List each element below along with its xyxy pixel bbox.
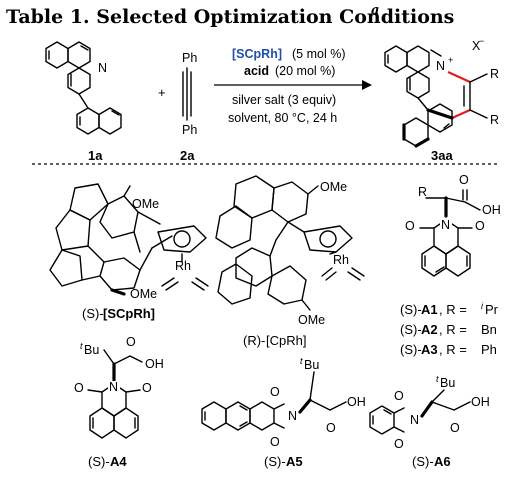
svg-text:Ph: Ph [481,342,497,357]
acid-a5: O N O t Bu O OH (S)- A5 [201,356,366,469]
svg-text:O: O [142,381,152,395]
svg-text:OH: OH [471,395,490,409]
svg-text:N: N [288,409,297,423]
svg-text:A1: A1 [421,302,438,317]
svg-text:O: O [394,389,404,403]
svg-text:, R =: , R = [439,342,467,357]
svg-text:+: + [448,55,453,65]
a1-r: R [418,185,427,199]
svg-text:A5: A5 [286,454,303,469]
svg-text:O: O [326,421,336,435]
svg-text:A6: A6 [434,454,451,469]
cond-solvent: solvent, 80 °C, 24 h [228,111,337,125]
svg-text:(S)-: (S)- [400,322,422,337]
a1-imide-o-left: O [405,219,415,233]
1a-atom-n: N [98,61,107,75]
3aa-atom-n: N [436,59,445,73]
svg-text:N: N [410,413,419,427]
svg-text:(S)-: (S)- [88,454,110,469]
svg-text:O: O [74,381,84,395]
svg-text:Bu: Bu [84,343,99,357]
3aa-r-lower: R [490,113,499,127]
svg-text:Bu: Bu [440,376,455,390]
svg-text:OH: OH [145,357,164,371]
a1-imide-o-right: O [475,219,485,233]
cond-acid: acid [244,64,269,78]
title-text: Table 1. Selected Optimization Condition… [6,6,454,28]
scprh-label-prefix: (S)- [82,306,104,321]
svg-text:−: − [479,36,484,46]
svg-text:N: N [109,380,118,394]
acid-a3-label: (S)- A3 , R = Ph [400,342,497,357]
catalyst-s-scprh: OMe OMe Rh (S)- [SCpRh] [49,183,209,321]
svg-text:t: t [80,341,83,351]
svg-text:, R =: , R = [439,322,467,337]
svg-text:, R =: , R = [439,302,467,317]
acid-a6: O N O t Bu O OH (S)- A6 [369,374,490,469]
label-3aa: 3aa [431,148,453,163]
svg-text:(S)-: (S)- [400,302,422,317]
svg-text:t: t [436,374,439,384]
a1-n: N [441,218,450,232]
scprh-label-name: [SCpRh] [103,306,155,321]
acid-a1-a3-structure: R O OH N O O [405,173,501,277]
cprh-rh: Rh [333,253,349,267]
label-1a: 1a [88,148,103,163]
a1-oh: OH [482,203,501,217]
scprh-ome-top: OMe [132,197,159,211]
svg-text:t: t [300,356,303,366]
svg-text:O: O [270,435,280,449]
svg-text:(S)-: (S)- [400,342,422,357]
svg-text:OH: OH [347,395,366,409]
cprh-label-name: [CpRh] [266,333,306,348]
label-2a: 2a [180,148,195,163]
cond-acid-loading: (20 mol %) [275,64,335,78]
svg-text:O: O [394,437,404,451]
cond-catalyst-loading: (5 mol %) [292,47,345,61]
svg-text:A4: A4 [110,454,127,469]
a1-carbonyl-o: O [459,173,469,187]
cond-catalyst: [SCpRh] [232,47,282,61]
2a-ph-bottom: Ph [182,123,197,137]
cprh-ome-bottom: OMe [298,313,325,327]
svg-text:(S)-: (S)- [412,454,434,469]
scprh-ome-bottom: OMe [130,287,157,301]
plus-sign: + [158,85,166,100]
svg-text:Bn: Bn [481,322,497,337]
svg-text:Bu: Bu [304,358,319,372]
svg-text:i: i [481,301,484,311]
svg-text:O: O [450,421,460,435]
compound-2a: Ph Ph 2a [180,51,197,163]
svg-text:O: O [270,385,280,399]
compound-3aa: N + X − R R 3aa [384,36,499,163]
svg-text:O: O [126,335,136,349]
reaction-arrowhead [362,80,372,90]
3aa-counterion: X [472,39,481,53]
title-footnote-mark: a [371,3,379,18]
2a-ph-top: Ph [182,51,197,65]
svg-text:A3: A3 [421,342,438,357]
acid-a2-label: (S)- A2 , R = Bn [400,322,497,337]
cprh-label-prefix: (R)- [243,333,265,348]
svg-text:(S)-: (S)- [264,454,286,469]
svg-text:Pr: Pr [485,302,499,317]
acid-a1-label: (S)- A1 , R = i Pr [400,301,499,317]
compound-1a: N 1a [45,41,122,163]
table-title: Table 1. Selected Optimization Condition… [6,3,454,28]
cprh-ome-top: OMe [320,180,347,194]
scprh-rh: Rh [175,259,191,273]
reaction-conditions: [SCpRh] (5 mol %) acid (20 mol %) silver… [214,47,372,125]
3aa-r-upper: R [490,67,499,81]
acid-a4: t Bu O OH N O O (S)- A4 [74,335,164,469]
svg-text:A2: A2 [421,322,438,337]
cond-silver-salt: silver salt (3 equiv) [232,93,336,107]
catalyst-r-cprh: OMe OMe Rh (R)- [CpRh] [215,175,365,348]
